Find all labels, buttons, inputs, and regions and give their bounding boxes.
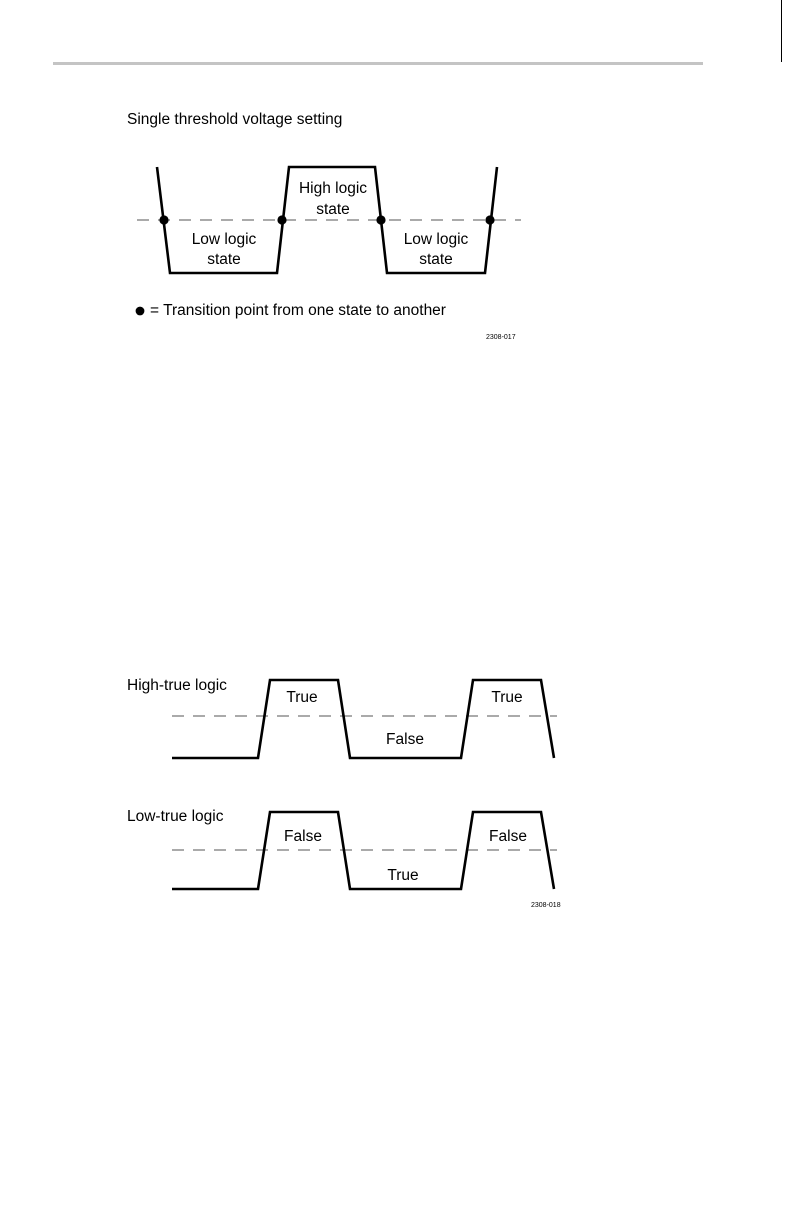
label-low-logic-right-line1: Low logic [404, 231, 469, 248]
label-true-mid: True [387, 867, 418, 884]
figure2-id: 2308-018 [531, 902, 561, 909]
label-false-mid: False [386, 731, 424, 748]
figure-high-true-logic: High-true logic True False True [127, 677, 557, 758]
label-true-right: True [491, 689, 522, 706]
legend-text: = Transition point from one state to ano… [150, 302, 446, 319]
label-false-right: False [489, 828, 527, 845]
label-true-left: True [286, 689, 317, 706]
label-high-logic-line2: state [316, 201, 350, 218]
label-low-logic-right-line2: state [419, 251, 453, 268]
transition-point [159, 215, 168, 224]
figure1-id: 2308-017 [486, 334, 516, 341]
high-true-title: High-true logic [127, 677, 227, 694]
transition-point [376, 215, 385, 224]
figure-low-true-logic: Low-true logic False True False 2308-018 [127, 808, 561, 909]
label-false-left: False [284, 828, 322, 845]
legend-dot-icon [136, 307, 145, 316]
label-high-logic-line1: High logic [299, 180, 367, 197]
label-low-logic-left-line1: Low logic [192, 231, 257, 248]
low-true-title: Low-true logic [127, 808, 224, 825]
figure1-title: Single threshold voltage setting [127, 111, 342, 128]
transition-point [485, 215, 494, 224]
transition-point [277, 215, 286, 224]
figure-single-threshold: Single threshold voltage setting Low log… [127, 111, 521, 341]
label-low-logic-left-line2: state [207, 251, 241, 268]
